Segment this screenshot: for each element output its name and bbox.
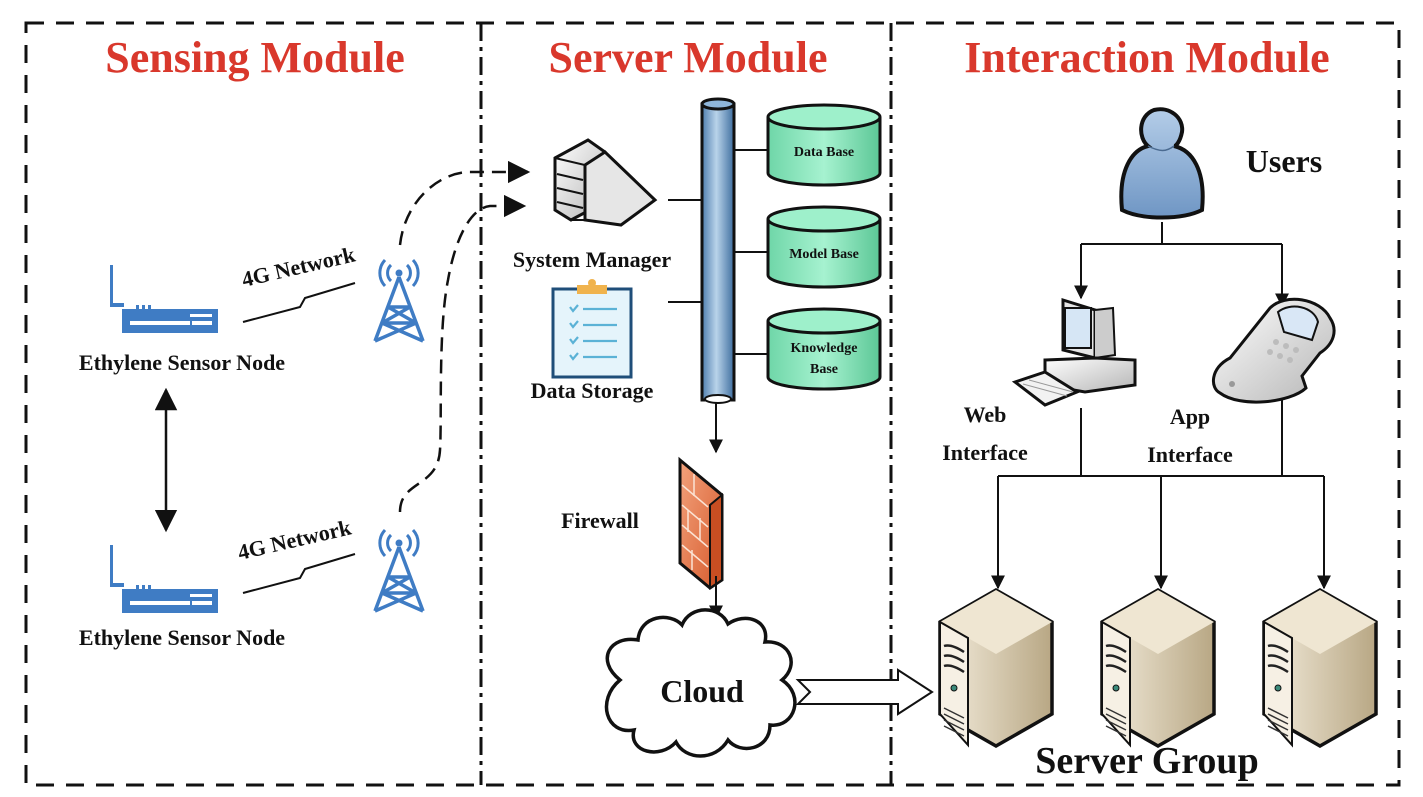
database-label: Data Base [794, 145, 854, 160]
network-label: 4G Network [239, 241, 358, 292]
database-label: Model Base [789, 247, 859, 262]
sensor-node-top: Ethylene Sensor Node 4G Network [79, 241, 425, 375]
cell-tower-icon [373, 258, 425, 343]
cloud-label: Cloud [660, 673, 744, 709]
cloud-icon [604, 608, 797, 758]
database-label: Knowledge [791, 341, 858, 356]
interaction-module-title: Interaction Module [964, 33, 1329, 82]
sensor-node-label: Ethylene Sensor Node [79, 350, 285, 375]
server-group [938, 587, 1378, 749]
system-manager-label: System Manager [513, 247, 671, 272]
system-manager-icon [553, 138, 658, 227]
app-interface-label-line2: Interface [1147, 442, 1233, 467]
sensor-node-label: Ethylene Sensor Node [79, 625, 285, 650]
wireless-link-icon [242, 553, 356, 594]
data-storage-label: Data Storage [531, 378, 654, 403]
database-cylinder: Model Base [766, 205, 882, 289]
users-icon [1119, 107, 1205, 220]
data-storage-clipboard-icon [551, 279, 633, 379]
web-interface-label-line2: Interface [942, 440, 1028, 465]
web-interface-label-line1: Web [964, 402, 1007, 427]
desktop-computer-icon [1011, 297, 1137, 407]
server-group-label: Server Group [1035, 740, 1258, 782]
data-bus-pipe [700, 97, 736, 404]
router-icon [110, 265, 218, 333]
sensing-module-title: Sensing Module [105, 33, 405, 82]
firewall-icon [678, 456, 724, 590]
server-tower-icon [938, 587, 1054, 749]
sensor-node-bottom: Ethylene Sensor Node 4G Network [79, 514, 425, 650]
cell-tower-icon [373, 528, 425, 613]
server-tower-icon [1100, 587, 1216, 749]
uplink-dashed-arrow-bottom [398, 194, 527, 513]
server-module-title: Server Module [548, 33, 827, 82]
users-label: Users [1246, 143, 1322, 179]
wireless-link-icon [242, 282, 356, 323]
module-frames [24, 21, 1401, 787]
firewall-label: Firewall [561, 508, 639, 533]
database-label: Base [810, 362, 838, 377]
users-connector [1081, 222, 1282, 245]
mobile-phone-icon [1211, 297, 1336, 404]
app-interface-label-line1: App [1170, 404, 1210, 429]
cloud-to-servers-arrow [795, 668, 934, 716]
database-cylinder: Data Base [766, 103, 882, 187]
server-tower-icon [1262, 587, 1378, 749]
network-label: 4G Network [235, 514, 354, 565]
outer-frame [24, 21, 1401, 787]
uplink-dashed-arrow-top [398, 160, 531, 246]
router-icon [110, 545, 218, 613]
